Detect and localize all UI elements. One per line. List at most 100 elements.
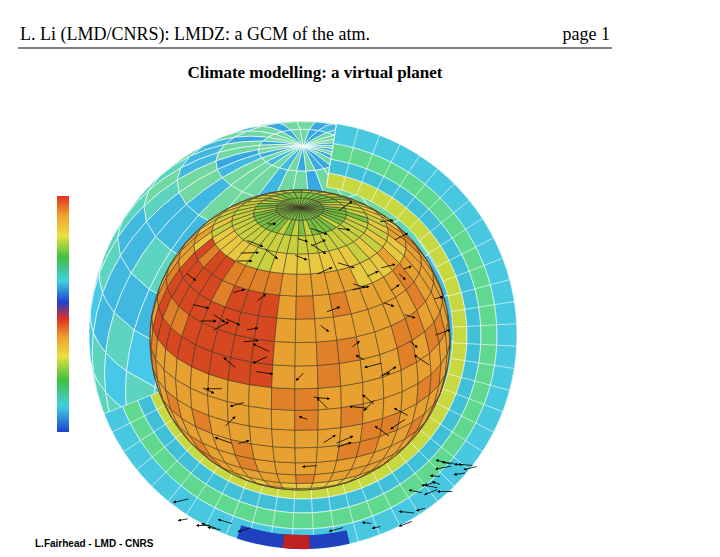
wind-arrow [338,228,349,229]
surface-cell [308,194,322,200]
grid-line [448,374,510,391]
wind-arrow [298,239,308,242]
grid-line [437,403,494,432]
wind-arrow [364,400,374,410]
layer-band [237,525,350,549]
surface-cell [249,406,272,429]
wind-arrow [356,355,364,360]
surface-cell [295,319,316,343]
wind-arrow [337,436,353,443]
grid-line [152,441,197,486]
surface-cell [300,199,311,208]
surface-cell [383,370,402,398]
header-text: L. Li (LMD/CNRS): LMDZ: a GCM of the atm… [20,24,370,45]
wind-arrow [353,284,365,288]
grid-line [420,200,470,240]
grid-line [342,128,359,190]
wind-arrow [382,373,390,375]
grid-line [420,429,470,469]
wind-arrow [395,233,408,240]
wind-arrow [314,397,330,399]
wind-arrow [213,314,224,322]
colour-bar [57,196,69,432]
globe [89,121,517,549]
wind-arrow [299,417,307,420]
wind-arrow [436,460,450,464]
surface-cell [341,382,364,407]
grid-line [397,169,437,219]
wind-arrow [414,355,429,365]
wind-arrow [409,490,422,492]
surface-cell [289,208,300,220]
wind-arrow [237,260,252,261]
wind-arrow [435,330,449,335]
grid-line [429,417,483,452]
surface-cell [280,273,297,296]
wind-arrow [329,528,343,532]
wind-arrow [391,285,399,291]
grid-line [453,324,517,327]
wind-arrow [215,437,232,443]
wind-arrow [352,286,369,289]
wind-arrow [324,435,336,443]
surface-cell [272,365,295,389]
grid-line [371,469,400,526]
wind-arrow [174,499,189,503]
surface-cell [296,483,313,488]
wind-arrow [381,367,396,376]
wind-arrow [405,315,415,318]
grid-line [371,144,400,201]
wind-arrow [193,305,209,308]
wind-arrow [404,266,412,269]
wind-arrow [438,491,453,492]
wind-arrow [311,240,325,246]
grid-line [409,441,454,486]
surface-cell [291,220,299,236]
slide-title: Climate modelling: a virtual planet [0,63,630,83]
surface-cell [254,316,277,342]
surface-cell [317,363,340,388]
surface-cell [287,235,298,254]
wind-arrow [233,289,244,292]
wind-arrow [247,328,258,330]
wind-arrow [337,442,351,447]
wind-arrow [350,407,367,409]
surface-cell [300,200,314,208]
surface-cell [249,426,272,447]
wind-arrow [317,398,327,408]
wind-arrow [425,490,438,495]
wind-arrow [399,521,412,526]
wind-arrow [410,341,417,347]
surface-cell [251,339,274,365]
wind-arrow [201,320,217,321]
wind-arrow [218,519,232,523]
grid-line [448,280,510,297]
wind-arrow [295,255,306,259]
wind-arrow [238,528,250,532]
surface-cell [296,274,313,296]
surface-cell [272,429,295,448]
grid-line [357,135,380,195]
surface-cell [277,474,296,484]
page-number: page 1 [563,24,610,45]
surface-cell [295,342,317,366]
grid-line [326,124,336,187]
surface-cell [317,428,340,448]
wind-arrow [399,511,413,513]
wind-arrow [464,467,477,470]
surface-cell [271,409,294,430]
surface-cell [337,337,360,364]
wind-arrow [311,244,326,253]
wind-arrow [256,372,273,374]
grid-line [124,417,178,452]
wind-arrow [454,464,463,465]
wind-arrow [214,322,229,330]
surface-cell [295,462,316,474]
wind-arrow [425,482,435,486]
surface-cell [296,474,315,483]
wind-arrow [394,408,407,415]
wind-arrow [303,465,317,467]
wind-arrow [338,263,354,268]
wind-arrow [178,519,187,521]
